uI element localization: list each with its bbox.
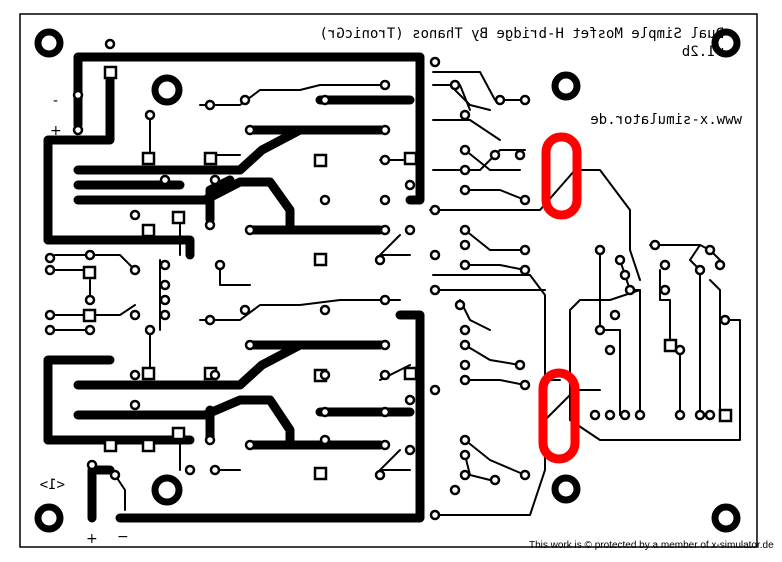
mounting-hole — [711, 503, 741, 533]
mounting-hole — [34, 503, 64, 533]
mounting-hole — [551, 474, 581, 504]
mounting-hole — [151, 474, 183, 506]
board-version: v1.2b — [682, 44, 724, 60]
mounting-hole — [151, 74, 183, 106]
label-plus-top: + — [50, 123, 62, 139]
highlight-marker-top — [541, 132, 582, 220]
label-minus-top: - — [53, 93, 58, 109]
highlight-marker-bottom — [538, 368, 580, 464]
signal-traces — [54, 71, 741, 516]
board-title: Dual Simple Mosfet H-bridge By Thanos (T… — [319, 26, 724, 42]
mounting-hole — [551, 71, 581, 101]
board-website: www.x-simulator.de — [590, 112, 742, 128]
mounting-holes — [34, 28, 741, 533]
highlight-markers — [538, 132, 582, 464]
label-minus-bottom: − — [117, 529, 129, 545]
label-plus-bottom: + — [86, 531, 98, 547]
corner-label: <1> — [40, 477, 65, 493]
mounting-hole — [34, 28, 64, 58]
mounting-hole — [711, 28, 741, 58]
round-pads — [44, 38, 731, 521]
copyright-footer: This work is © protected by a member of … — [529, 540, 774, 551]
board-outline — [19, 13, 758, 548]
